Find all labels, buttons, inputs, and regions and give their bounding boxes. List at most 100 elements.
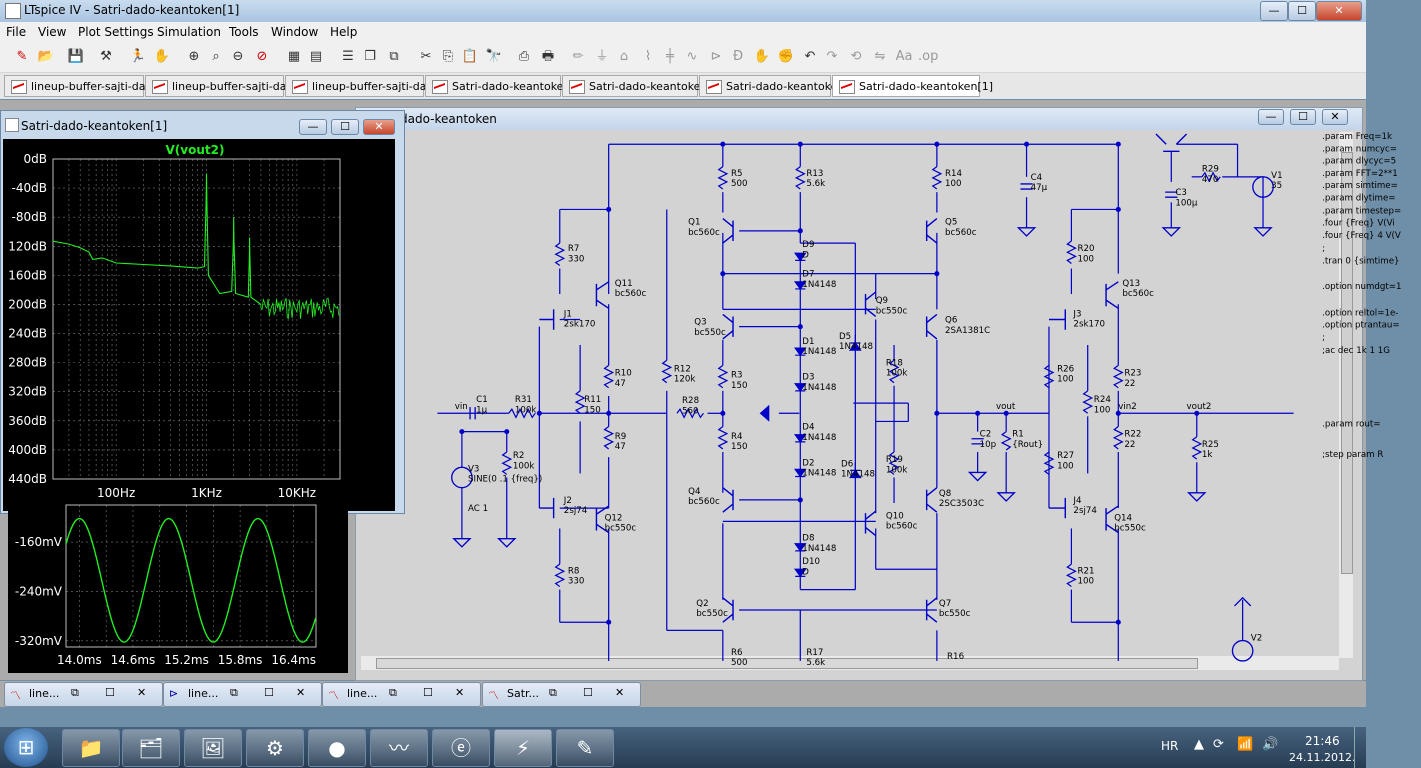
fft-maximize-button[interactable]: ☐ xyxy=(331,119,359,135)
menu-help[interactable]: Help xyxy=(330,25,358,39)
close-button[interactable]: ✕ xyxy=(1316,1,1362,21)
halt-icon[interactable]: ✋ xyxy=(153,49,171,64)
taskbar-note[interactable]: ✎ xyxy=(556,729,614,767)
show-desktop-button[interactable] xyxy=(1354,727,1367,768)
volume-icon[interactable]: 🔊 xyxy=(1262,737,1279,752)
tab-lineup-waveform-1[interactable]: lineup-buffer-sajti-dado xyxy=(145,75,300,97)
component-label-d9[interactable]: D9D xyxy=(802,240,814,260)
minimized-window-2[interactable]: ⊳ line... ⧉ ☐ ✕ xyxy=(163,682,322,707)
draw-wire-icon[interactable]: ✏ xyxy=(572,49,584,64)
close-icon[interactable]: ✕ xyxy=(296,686,306,699)
pan-icon[interactable]: ⌕ xyxy=(212,49,220,64)
close-icon[interactable]: ✕ xyxy=(455,686,465,699)
text-icon[interactable]: Aa xyxy=(895,49,913,64)
component-label-r16[interactable]: R16 xyxy=(947,652,964,662)
undo-icon[interactable]: ↶ xyxy=(804,49,816,64)
schematic-window[interactable]: dado-keantoken — ☐ ✕ xyxy=(355,107,1402,681)
autorange-icon[interactable]: ▦ xyxy=(287,49,301,64)
close-icon[interactable]: ✕ xyxy=(137,686,147,699)
schematic-minimize-button[interactable]: — xyxy=(1258,109,1284,125)
tab-satri-waveform-1[interactable]: Satri-dado-keantoken xyxy=(562,75,707,97)
taskbar-folder-app[interactable]: 🗂 xyxy=(122,729,180,767)
zoom-out-icon[interactable]: ⊖ xyxy=(232,49,244,64)
drag-icon[interactable]: ✊ xyxy=(777,49,795,64)
find-icon[interactable]: 🔭 xyxy=(485,49,503,64)
menu-window[interactable]: Window xyxy=(271,25,319,39)
control-panel-icon[interactable]: ⚒ xyxy=(100,49,112,64)
taskbar-ltspice[interactable]: ⚡ xyxy=(494,729,552,767)
rotate-icon[interactable]: ⟲ xyxy=(850,49,862,64)
maximize-icon[interactable]: ☐ xyxy=(583,686,593,699)
tab-lineup-waveform-2[interactable]: lineup-buffer-sajti-dado xyxy=(285,75,440,97)
close-windows-icon[interactable]: ⧉ xyxy=(389,49,399,64)
fft-minimize-button[interactable]: — xyxy=(299,119,327,135)
menu-plot-settings[interactable]: Plot Settings xyxy=(78,25,154,39)
open-icon[interactable]: 📂 xyxy=(37,49,55,64)
save-icon[interactable]: 💾 xyxy=(67,49,85,64)
language-indicator[interactable]: HR xyxy=(1161,739,1179,753)
move-icon[interactable]: ✋ xyxy=(753,49,771,64)
minimized-window-4[interactable]: 〽 Satr... ⧉ ☐ ✕ xyxy=(482,682,641,707)
taskbar-tool[interactable]: ⚙ xyxy=(246,729,304,767)
schematic-canvas[interactable]: R5500R135.6kR14100C447µC3100µR29470V135Q… xyxy=(361,132,1421,668)
close-icon[interactable]: ✕ xyxy=(615,686,625,699)
spice-directive-icon[interactable]: .op xyxy=(918,49,939,64)
print-icon[interactable]: 🖶 xyxy=(541,49,555,64)
clock-time[interactable]: 21:46 xyxy=(1305,734,1340,748)
taskbar-media[interactable]: ● xyxy=(308,729,366,767)
mirror-icon[interactable]: ⇋ xyxy=(874,49,886,64)
minimize-button[interactable]: — xyxy=(1260,1,1288,21)
maximize-icon[interactable]: ☐ xyxy=(105,686,115,699)
taskbar-waveform-app[interactable]: 〰 xyxy=(370,729,428,767)
run-icon[interactable]: 🏃 xyxy=(129,49,147,64)
fft-plot-window[interactable]: Satri-dado-keantoken[1] — ☐ ✕ V(vout2) 0… xyxy=(0,110,405,514)
minimized-window-3[interactable]: 〽 line... ⧉ ☐ ✕ xyxy=(322,682,481,707)
capacitor-icon[interactable]: ╪ xyxy=(666,49,674,64)
component-label-r1[interactable]: R1{Rout} xyxy=(1012,430,1043,450)
paste-icon[interactable]: 📋 xyxy=(461,49,479,64)
tab-satri-waveform-active[interactable]: Satri-dado-keantoken[1] xyxy=(832,75,993,97)
restore-icon[interactable]: ⧉ xyxy=(389,686,397,699)
maximize-icon[interactable]: ☐ xyxy=(423,686,433,699)
ground-icon[interactable]: ⏚ xyxy=(595,49,609,64)
tile-horizontal-icon[interactable]: ☰ xyxy=(342,49,354,64)
